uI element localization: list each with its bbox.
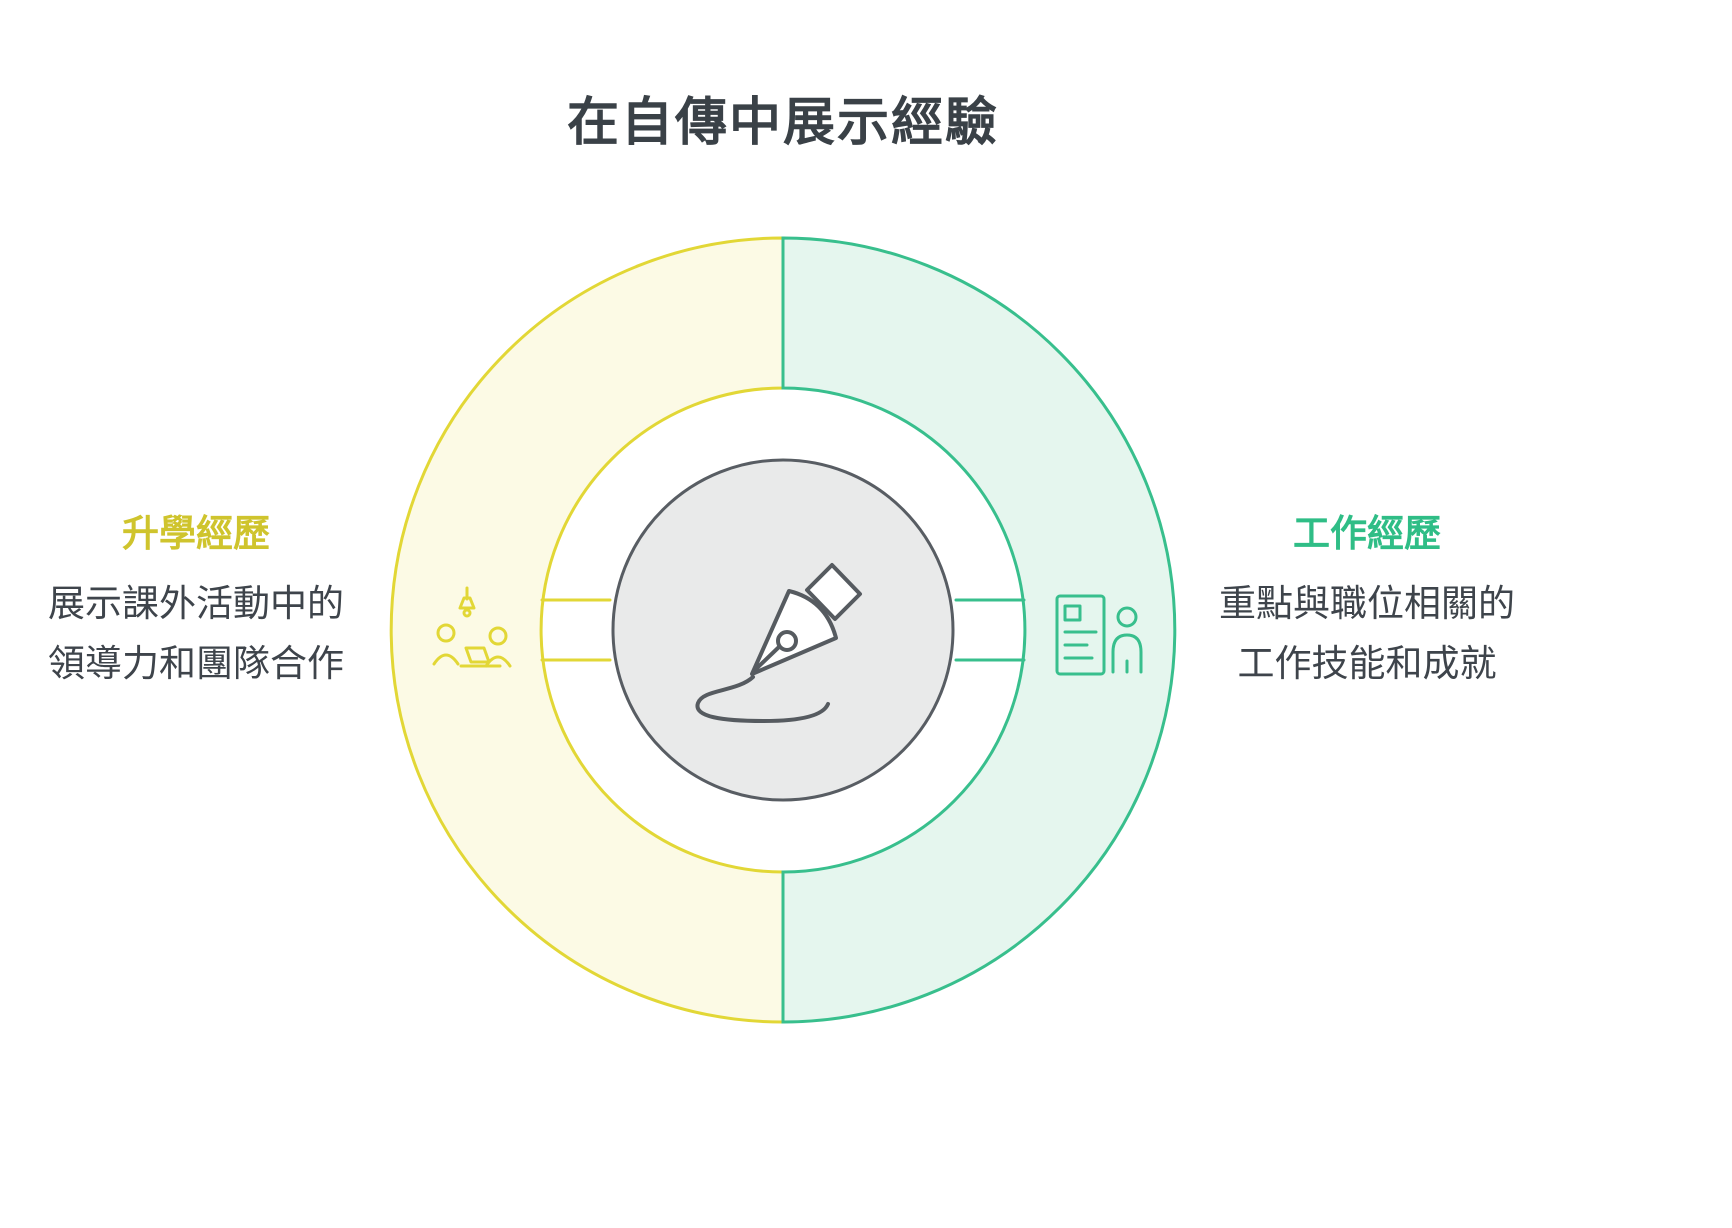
right-section-body: 重點與職位相關的 工作技能和成就 — [1219, 583, 1515, 684]
right-section-heading: 工作經歷 — [1293, 513, 1441, 554]
resume-person-icon — [1055, 594, 1143, 676]
page-title: 在自傳中展示經驗 — [566, 94, 1000, 152]
people-collaboration-icon — [432, 586, 512, 668]
pen-nib-icon — [695, 563, 862, 723]
right-connector-notch — [954, 598, 1026, 662]
left-section-heading: 升學經歷 — [122, 513, 270, 554]
right-section-label: 工作經歷 重點與職位相關的 工作技能和成就 — [1206, 512, 1528, 693]
left-connector-notch — [540, 598, 612, 662]
left-section-label: 升學經歷 展示課外活動中的 領導力和團隊合作 — [35, 512, 357, 693]
left-section-body: 展示課外活動中的 領導力和團隊合作 — [48, 583, 344, 684]
left-ring-segment — [389, 236, 785, 1024]
right-ring-segment — [781, 236, 1177, 1024]
